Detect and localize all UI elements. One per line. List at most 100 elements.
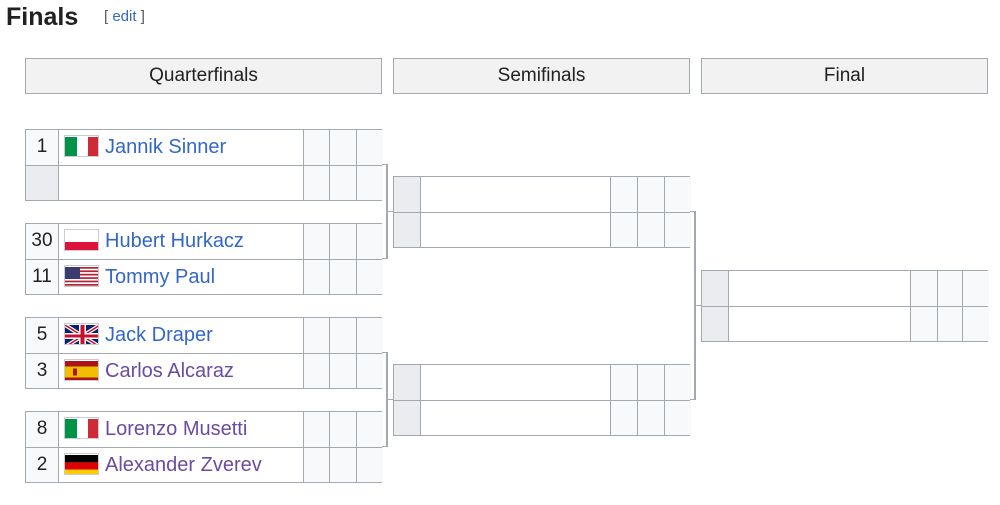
uk-flag-icon xyxy=(64,322,99,345)
player-name-cell xyxy=(427,177,432,212)
score-cell xyxy=(356,260,383,294)
score-cell xyxy=(356,318,383,353)
seed: 2 xyxy=(26,448,59,482)
player-name-cell xyxy=(427,401,432,435)
player-link[interactable]: Lorenzo Musetti xyxy=(105,418,248,440)
score-cell xyxy=(937,307,964,341)
score-cell xyxy=(303,448,330,482)
seed: 3 xyxy=(26,354,59,388)
player-name-cell xyxy=(427,365,432,400)
seed: 1 xyxy=(26,130,59,165)
score-cell xyxy=(303,354,330,388)
italy-flag-icon xyxy=(64,416,99,439)
bracket-connector xyxy=(382,258,387,259)
player-row: 8 Lorenzo Musetti xyxy=(26,412,383,447)
bracket-connector xyxy=(382,446,387,447)
player-link[interactable]: Tommy Paul xyxy=(105,266,216,288)
player-row xyxy=(394,365,691,400)
final-match xyxy=(701,270,989,342)
score-cell xyxy=(610,365,637,400)
score-cell xyxy=(664,177,691,212)
edit-link[interactable]: edit xyxy=(112,8,137,25)
score-cell xyxy=(962,307,989,341)
player-row xyxy=(26,165,383,200)
player-link[interactable]: Hubert Hurkacz xyxy=(105,230,244,252)
quarterfinal-match-2: 30 Hubert Hurkacz 11 Tommy Paul xyxy=(25,223,383,295)
player-row xyxy=(394,177,691,212)
usa-flag-icon xyxy=(64,264,99,287)
score-cell xyxy=(303,260,330,294)
round-header-semifinals: Semifinals xyxy=(393,58,690,94)
player-row xyxy=(702,271,989,306)
edit-section: [ edit ] xyxy=(104,8,145,25)
score-cell xyxy=(610,177,637,212)
player-row: 3 Carlos Alcaraz xyxy=(26,353,383,388)
bracket-connector xyxy=(382,164,387,165)
score-cell xyxy=(610,213,637,247)
player-row: 11 Tommy Paul xyxy=(26,259,383,294)
player-name-cell: Hubert Hurkacz xyxy=(59,224,244,259)
score-cell xyxy=(303,318,330,353)
score-cell xyxy=(329,318,356,353)
score-cell xyxy=(637,177,664,212)
player-row: 30 Hubert Hurkacz xyxy=(26,224,383,259)
player-link[interactable]: Jannik Sinner xyxy=(105,136,227,158)
bracket-connector xyxy=(690,399,695,400)
score-cell xyxy=(356,166,383,200)
seed: 11 xyxy=(26,260,59,294)
italy-flag-icon xyxy=(64,134,99,157)
seed xyxy=(702,271,729,306)
round-header-final: Final xyxy=(701,58,988,94)
germany-flag-icon xyxy=(64,452,99,475)
quarterfinal-match-3: 5 Jack Draper 3 Carlos Alcaraz xyxy=(25,317,383,389)
score-cell xyxy=(329,130,356,165)
player-name-cell: Alexander Zverev xyxy=(59,448,262,482)
semifinal-match-2 xyxy=(393,364,691,436)
bracket-connector xyxy=(694,305,701,306)
score-cell xyxy=(664,401,691,435)
player-row xyxy=(394,212,691,247)
score-cell xyxy=(610,401,637,435)
player-link[interactable]: Carlos Alcaraz xyxy=(105,360,234,382)
edit-bracket-close: ] xyxy=(140,8,145,25)
score-cell xyxy=(664,213,691,247)
seed: 5 xyxy=(26,318,59,353)
score-cell xyxy=(329,354,356,388)
player-row: 1 Jannik Sinner xyxy=(26,130,383,165)
bracket-connector xyxy=(386,399,393,400)
score-cell xyxy=(303,130,330,165)
edit-bracket-open: [ xyxy=(104,8,109,25)
player-link[interactable]: Jack Draper xyxy=(105,324,213,346)
score-cell xyxy=(664,365,691,400)
semifinal-match-1 xyxy=(393,176,691,248)
bracket-connector xyxy=(386,211,393,212)
player-name-cell: Jannik Sinner xyxy=(59,130,226,165)
seed xyxy=(26,166,59,200)
seed xyxy=(394,401,421,435)
player-name-cell: Carlos Alcaraz xyxy=(59,354,234,388)
player-row xyxy=(702,306,989,341)
score-cell xyxy=(329,260,356,294)
score-cell xyxy=(937,271,964,306)
score-cell xyxy=(637,213,664,247)
score-cell xyxy=(303,224,330,259)
player-link[interactable]: Alexander Zverev xyxy=(105,454,262,476)
seed xyxy=(394,177,421,212)
round-header-quarterfinals: Quarterfinals xyxy=(25,58,382,94)
score-cell xyxy=(303,412,330,447)
seed xyxy=(702,307,729,341)
score-cell xyxy=(329,448,356,482)
score-cell xyxy=(637,365,664,400)
score-cell xyxy=(356,412,383,447)
player-name-cell xyxy=(59,166,64,200)
seed: 30 xyxy=(26,224,59,259)
seed: 8 xyxy=(26,412,59,447)
score-cell xyxy=(329,166,356,200)
bracket-connector xyxy=(690,211,695,212)
score-cell xyxy=(356,448,383,482)
quarterfinal-match-1: 1 Jannik Sinner xyxy=(25,129,383,201)
score-cell xyxy=(329,412,356,447)
player-row: 2 Alexander Zverev xyxy=(26,447,383,482)
player-name-cell: Tommy Paul xyxy=(59,260,215,294)
score-cell xyxy=(356,130,383,165)
